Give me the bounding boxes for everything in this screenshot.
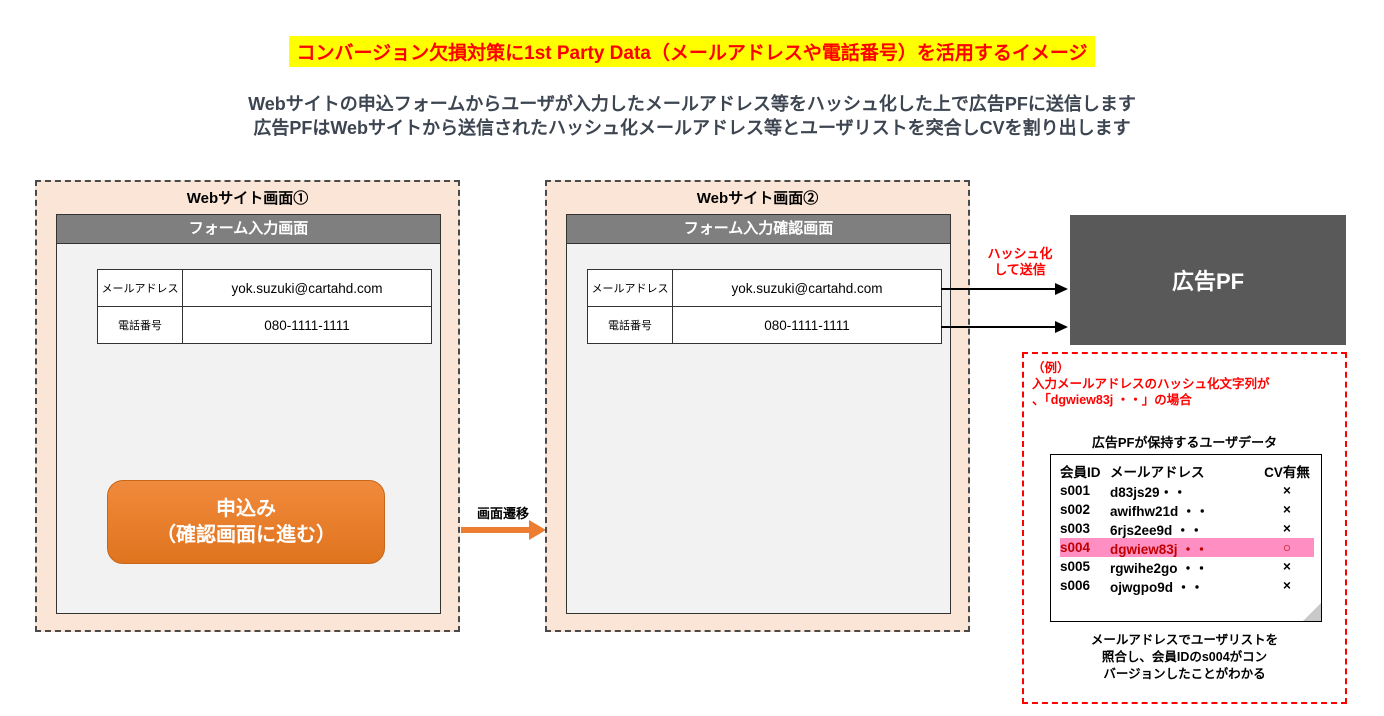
ad-platform-label: 広告PF <box>1171 269 1245 294</box>
email-field-value: yok.suzuki@cartahd.com <box>182 269 432 307</box>
apply-button[interactable]: 申込み （確認画面に進む） <box>107 480 385 564</box>
example-box: （例） 入力メールアドレスのハッシュ化文字列が 、「dgwiew83j ・・」の… <box>1022 352 1347 704</box>
website-panel-2: Webサイト画面② フォーム入力確認画面 メールアドレス yok.suzuki@… <box>545 180 970 632</box>
form-row-email: メールアドレス yok.suzuki@cartahd.com <box>97 269 432 307</box>
cell-hash: 6rjs2ee9d ・・ <box>1110 522 1204 538</box>
cell-id: s001 <box>1060 483 1091 498</box>
page-title: コンバージョン欠損対策に1st Party Data（メールアドレスや電話番号）… <box>288 36 1096 67</box>
example-note-line1: （例） <box>1032 361 1070 375</box>
panel1-title: Webサイト画面① <box>186 190 309 207</box>
cell-cv: ○ <box>1282 540 1292 555</box>
user-row-s005: s005 rgwihe2go ・・ × <box>1060 557 1314 576</box>
cell-cv: × <box>1283 502 1291 517</box>
apply-button-line2: （確認画面に進む） <box>156 524 336 546</box>
phone-confirm-label: 電話番号 <box>587 306 673 344</box>
hash-send-label-line2: して送信 <box>994 262 1046 277</box>
page-title-wrap: コンバージョン欠損対策に1st Party Data（メールアドレスや電話番号）… <box>0 36 1384 67</box>
panel2-screen: フォーム入力確認画面 メールアドレス yok.suzuki@cartahd.co… <box>566 214 951 614</box>
confirm-row-phone: 電話番号 080-1111-1111 <box>587 306 942 344</box>
hash-send-label-line1: ハッシュ化 <box>987 246 1053 261</box>
cell-hash: rgwihe2go ・・ <box>1110 560 1209 576</box>
phone-field-value: 080-1111-1111 <box>182 306 432 344</box>
cell-id: s003 <box>1060 521 1091 536</box>
panel1-screen: フォーム入力画面 メールアドレス yok.suzuki@cartahd.com … <box>56 214 441 614</box>
hash-arrow-2-head-icon <box>1055 321 1068 333</box>
example-caption-line1: メールアドレスでユーザリストを <box>1090 633 1279 647</box>
panel2-form-table: メールアドレス yok.suzuki@cartahd.com 電話番号 080-… <box>587 269 942 344</box>
apply-button-line1: 申込み <box>216 498 276 520</box>
header-email: メールアドレス <box>1110 465 1205 480</box>
user-row-s006: s006 ojwgpo9d ・・ × <box>1060 576 1314 595</box>
example-note-line3: 、「dgwiew83j ・・」の場合 <box>1032 393 1192 407</box>
hash-send-label: ハッシュ化 して送信 <box>972 246 1068 278</box>
hash-arrow-1-head-icon <box>1055 283 1068 295</box>
user-table-header: 会員ID メールアドレス CV有無 <box>1060 461 1314 481</box>
user-row-s003: s003 6rjs2ee9d ・・ × <box>1060 519 1314 538</box>
panel2-form-header: フォーム入力確認画面 <box>567 215 950 244</box>
cell-id: s002 <box>1060 502 1091 517</box>
phone-confirm-value: 080-1111-1111 <box>672 306 942 344</box>
example-caption-line3: バージョンしたことがわかる <box>1103 667 1266 681</box>
cell-cv: × <box>1283 578 1291 593</box>
user-row-s002: s002 awifhw21d ・・ × <box>1060 500 1314 519</box>
panel2-title: Webサイト画面② <box>696 190 819 207</box>
transition-arrow-line <box>461 527 531 533</box>
transition-arrow-head-icon <box>529 520 546 540</box>
email-field-label: メールアドレス <box>97 269 183 307</box>
panel1-form-table: メールアドレス yok.suzuki@cartahd.com 電話番号 080-… <box>97 269 432 344</box>
example-note: （例） 入力メールアドレスのハッシュ化文字列が 、「dgwiew83j ・・」の… <box>1032 360 1270 408</box>
subtitle-line-2: 広告PFはWebサイトから送信されたハッシュ化メールアドレス等とユーザリストを突… <box>253 118 1131 138</box>
email-confirm-label: メールアドレス <box>587 269 673 307</box>
user-row-s001: s001 d83js29・・ × <box>1060 481 1314 500</box>
hash-arrow-2-line <box>941 326 1057 328</box>
cell-id: s004 <box>1060 540 1091 555</box>
panel1-form-header: フォーム入力画面 <box>57 215 440 244</box>
subtitle-line-1: Webサイトの申込フォームからユーザが入力したメールアドレス等をハッシュ化した上… <box>248 94 1136 114</box>
cell-hash: ojwgpo9d ・・ <box>1110 579 1204 595</box>
cell-cv: × <box>1283 559 1291 574</box>
cell-id: s005 <box>1060 559 1091 574</box>
example-caption-line2: 照合し、会員IDのs004がコン <box>1101 650 1268 664</box>
user-data-title: 広告PFが保持するユーザデータ <box>1091 435 1278 450</box>
confirm-row-email: メールアドレス yok.suzuki@cartahd.com <box>587 269 942 307</box>
example-caption: メールアドレスでユーザリストを 照合し、会員IDのs004がコン バージョンした… <box>1024 632 1345 683</box>
cell-id: s006 <box>1060 578 1091 593</box>
website-panel-1: Webサイト画面① フォーム入力画面 メールアドレス yok.suzuki@ca… <box>35 180 460 632</box>
user-data-table: 会員ID メールアドレス CV有無 s001 d83js29・・ × s002 … <box>1060 461 1314 595</box>
example-note-line2: 入力メールアドレスのハッシュ化文字列が <box>1032 377 1270 391</box>
hash-arrow-1-line <box>941 288 1057 290</box>
cell-hash: awifhw21d ・・ <box>1110 503 1210 519</box>
phone-field-label: 電話番号 <box>97 306 183 344</box>
transition-arrow-label: 画面遷移 <box>476 506 529 521</box>
cell-hash: dgwiew83j ・・ <box>1110 541 1209 557</box>
cell-hash: d83js29・・ <box>1110 484 1187 500</box>
ad-platform-box: 広告PF <box>1070 215 1346 345</box>
email-confirm-value: yok.suzuki@cartahd.com <box>672 269 942 307</box>
user-data-note: 会員ID メールアドレス CV有無 s001 d83js29・・ × s002 … <box>1050 454 1322 622</box>
header-cv: CV有無 <box>1264 465 1310 480</box>
header-member-id: 会員ID <box>1060 465 1101 480</box>
cell-cv: × <box>1283 483 1291 498</box>
cell-cv: × <box>1283 521 1291 536</box>
folded-corner-icon <box>1303 603 1321 621</box>
user-row-s004-highlighted: s004 dgwiew83j ・・ ○ <box>1060 538 1314 557</box>
form-row-phone: 電話番号 080-1111-1111 <box>97 306 432 344</box>
